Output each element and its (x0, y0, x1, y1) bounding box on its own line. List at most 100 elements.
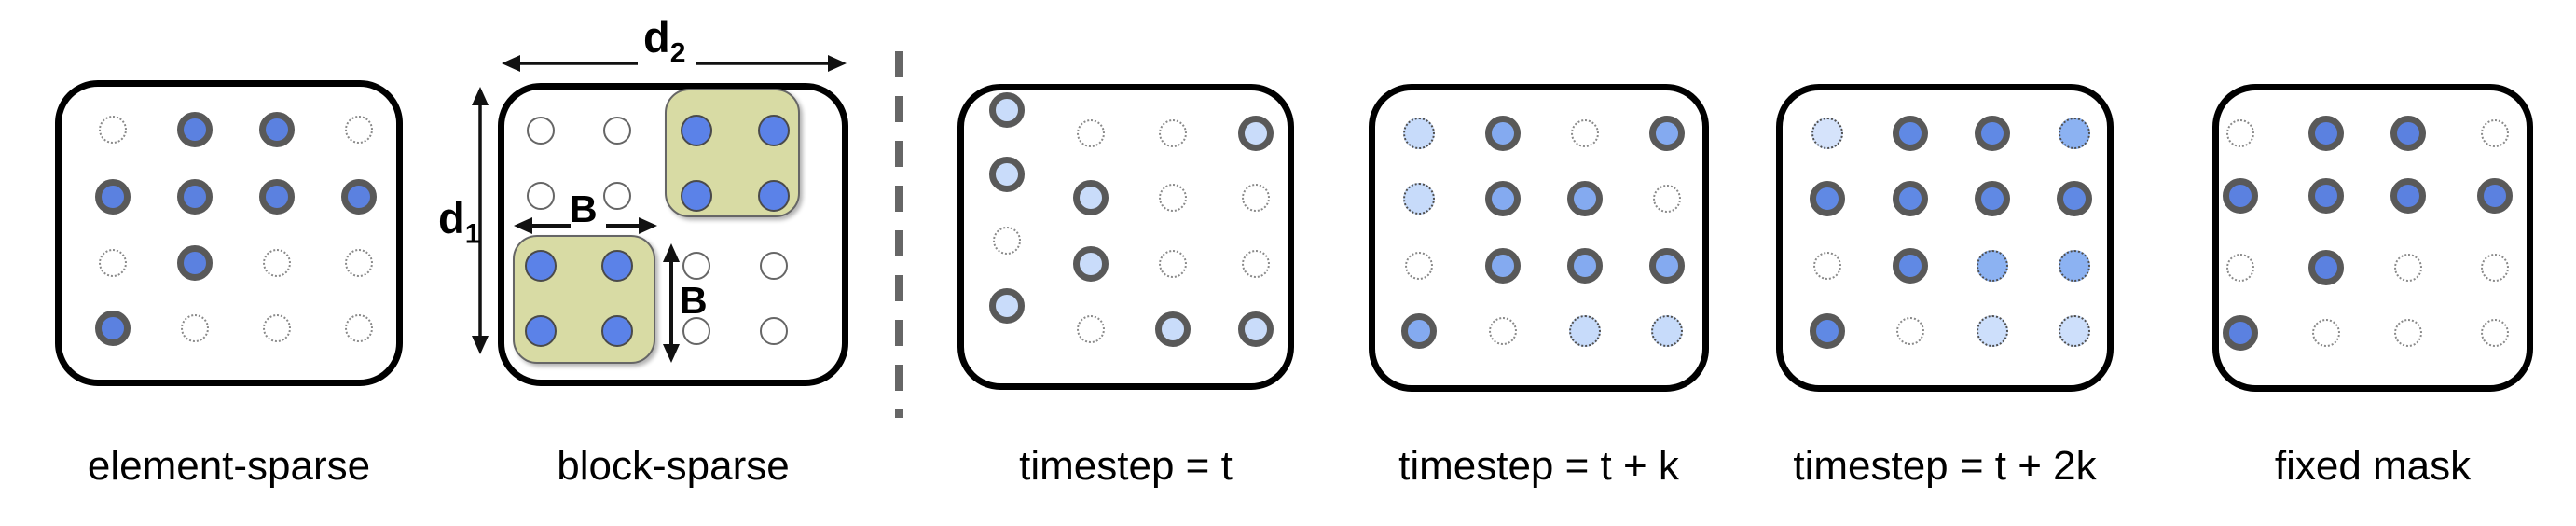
inactive-dot-dashed-empty (181, 314, 209, 342)
panel-block-sparse (498, 83, 848, 386)
inactive-dot-dashed-empty (2394, 319, 2422, 347)
light-dot-dashed-filled (2059, 315, 2090, 347)
block-dot-filled (758, 180, 790, 212)
active-dot-ring-filled (1485, 181, 1521, 216)
active-dot-ring-filled (1975, 116, 2010, 151)
active-dot-ring-filled (1485, 248, 1521, 284)
active-dot-ring-filled (2390, 178, 2426, 214)
active-dot-ring-filled (1238, 311, 1274, 347)
active-dot-ring-filled (1810, 313, 1845, 349)
active-dot-ring-filled (989, 157, 1025, 192)
block-dot-filled (525, 315, 557, 347)
active-dot-ring-filled (95, 179, 131, 215)
active-dot-ring-filled (1893, 248, 1928, 284)
light-dot-dashed-filled (1403, 118, 1435, 149)
dot-grid (55, 80, 403, 386)
active-dot-ring-filled (1401, 313, 1437, 349)
active-dot-ring-filled (989, 92, 1025, 128)
inactive-dot-dashed-empty (99, 116, 127, 144)
active-dot-ring-filled (1567, 248, 1603, 284)
block-dot-filled (681, 115, 712, 146)
inactive-dot-dashed-empty (2481, 319, 2509, 347)
inactive-dot-dashed-empty (1077, 119, 1105, 147)
caption-timestep-t-k: timestep = t + k (1398, 443, 1679, 489)
active-dot-ring-filled (1810, 181, 1845, 216)
inactive-dot-dashed-empty (2481, 254, 2509, 282)
active-dot-ring-filled (177, 179, 213, 215)
faint-dot-dashed-filled (1811, 118, 1843, 149)
inactive-dot-dashed-empty (1813, 252, 1841, 280)
inactive-dot-dashed-empty (2394, 254, 2422, 282)
panel-element-sparse (55, 80, 403, 386)
block-dot-filled (758, 115, 790, 146)
label-d1: d1 (438, 193, 481, 250)
active-dot-ring-filled (2477, 178, 2513, 214)
panel-timestep-t (957, 84, 1294, 390)
inactive-dot-dashed-empty (1159, 250, 1187, 278)
empty-dot-solid-outline (682, 252, 710, 280)
active-dot-ring-filled (1567, 181, 1603, 216)
inactive-dot-dashed-empty (1242, 184, 1270, 212)
caption-timestep-t-2k: timestep = t + 2k (1793, 443, 2097, 489)
active-dot-ring-filled (177, 112, 213, 147)
dot-grid (2212, 84, 2533, 392)
inactive-dot-dashed-empty (99, 249, 127, 277)
label-block-height-B: B (680, 279, 708, 322)
inactive-dot-dashed-empty (1571, 119, 1599, 147)
inactive-dot-dashed-empty (1653, 185, 1681, 213)
active-dot-ring-filled (1238, 116, 1274, 151)
panel-fixed-mask (2212, 84, 2533, 392)
block-dot-filled (525, 250, 557, 282)
active-dot-ring-filled (341, 179, 377, 215)
light-dot-dashed-filled (1403, 183, 1435, 215)
caption-fixed-mask: fixed mask (2274, 443, 2472, 489)
inactive-dot-dashed-empty (1896, 317, 1924, 345)
inactive-dot-dashed-empty (1159, 119, 1187, 147)
dot-grid (957, 84, 1294, 390)
inactive-dot-dashed-empty (345, 116, 373, 144)
inactive-dot-dashed-empty (345, 249, 373, 277)
inactive-dot-dashed-empty (993, 227, 1021, 255)
active-dot-ring-filled (2308, 116, 2344, 151)
caption-timestep-t: timestep = t (1019, 443, 1233, 489)
active-dot-ring-filled (1975, 181, 2010, 216)
active-dot-ring-filled (177, 245, 213, 281)
active-dot-ring-filled (1073, 180, 1109, 215)
active-dot-ring-filled (2223, 178, 2258, 214)
label-d2: d2 (643, 12, 686, 69)
inactive-dot-dashed-empty (2226, 254, 2254, 282)
caption-block-sparse: block-sparse (557, 443, 790, 489)
active-dot-ring-filled (259, 112, 295, 147)
dot-grid (498, 83, 848, 386)
label-block-width-B: B (570, 187, 598, 230)
caption-element-sparse: element-sparse (87, 443, 371, 489)
active-dot-ring-filled (95, 311, 131, 346)
section-divider-dashed-line (895, 51, 903, 418)
inactive-dot-dashed-empty (2481, 119, 2509, 147)
inactive-dot-dashed-empty (263, 249, 291, 277)
empty-dot-solid-outline (603, 182, 631, 210)
panel-timestep-t-k (1369, 84, 1709, 392)
active-dot-ring-filled (259, 179, 295, 215)
active-dot-ring-filled (2308, 250, 2344, 285)
inactive-dot-dashed-empty (1077, 315, 1105, 343)
empty-dot-solid-outline (527, 117, 555, 145)
inactive-dot-dashed-empty (263, 314, 291, 342)
empty-dot-solid-outline (760, 252, 788, 280)
light-dot-dashed-filled (1569, 315, 1601, 347)
inactive-dot-dashed-empty (2226, 119, 2254, 147)
dot-grid (1369, 84, 1709, 392)
light-dot-dashed-filled (1651, 315, 1683, 347)
dot-grid (1776, 84, 2114, 392)
medium-dot-dashed-filled (2059, 250, 2090, 282)
block-dot-filled (601, 250, 633, 282)
active-dot-ring-filled (1485, 116, 1521, 151)
medium-dot-dashed-filled (1977, 250, 2008, 282)
active-dot-ring-filled (1073, 246, 1109, 282)
active-dot-ring-filled (1649, 116, 1685, 151)
panel-timestep-t-2k (1776, 84, 2114, 392)
active-dot-ring-filled (989, 288, 1025, 324)
block-dot-filled (681, 180, 712, 212)
light-dot-dashed-filled (1977, 315, 2008, 347)
